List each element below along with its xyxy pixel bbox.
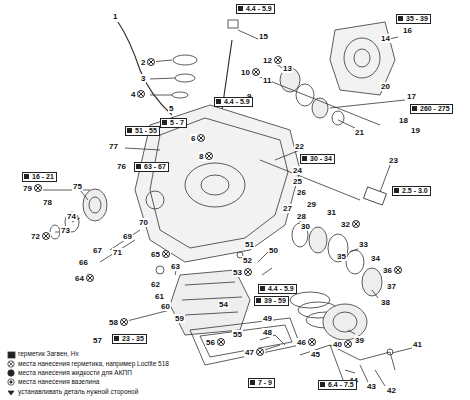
callout-number: 6 [190,134,206,143]
callout-number: 26 [296,188,307,197]
callout-number: 29 [306,200,317,209]
callout-number: 27 [282,204,293,213]
callout-number: 79 [22,184,43,193]
callout-number: 4 [130,90,146,99]
callout-number: 3 [140,74,146,83]
torque-value: 5 - 7 [160,118,187,128]
callout-number: 23 [388,156,399,165]
callout-number: 40 [332,340,353,349]
legend-text: места нанесения герметика, например Loct… [18,360,169,368]
torque-value: 2.5 - 3.0 [392,186,431,196]
legend-text: устанавливать деталь нужной стороной [18,388,138,396]
legend-text: места нанесения жидкости для АКПП [18,369,132,377]
callout-number: 54 [218,300,229,309]
callout-number: 72 [30,232,51,241]
legend-text: герметик Загвен, Нх [18,350,79,358]
callout-number: 30 [300,222,311,231]
callout-number: 75 [72,182,83,191]
torque-value: 6.4 - 7.5 [318,380,357,390]
callout-number: 33 [358,240,369,249]
callout-number: 21 [354,128,365,137]
callout-number: 20 [380,82,391,91]
torque-value: 35 - 39 [396,14,431,24]
callout-number: 22 [294,142,305,151]
callout-number: 28 [296,212,307,221]
callout-number: 61 [154,292,165,301]
callout-number: 53 [232,268,253,277]
callout-number: 73 [60,226,71,235]
torque-value: 4.4 - 5.9 [258,284,297,294]
callout-number: 41 [412,340,423,349]
callout-number: 31 [326,208,337,217]
callout-number: 62 [150,280,161,289]
callout-number: 56 [205,338,226,347]
legend-text: места нанесения вазелина [18,378,99,386]
callout-number: 16 [402,26,413,35]
callout-number: 35 [336,252,347,261]
callout-number: 76 [116,162,127,171]
callout-number: 58 [108,318,129,327]
callout-number: 51 [244,240,255,249]
callout-number: 15 [258,32,269,41]
callout-number: 47 [244,348,265,357]
torque-value: 63 - 67 [134,162,169,172]
callout-number: 37 [386,282,397,291]
callout-number: 2 [140,58,156,67]
callout-number: 39 [354,336,365,345]
callout-number: 74 [66,212,77,221]
callout-number: 64 [74,274,95,283]
callout-number: 65 [150,250,171,259]
callout-number: 17 [406,92,417,101]
torque-value: 39 - 59 [254,296,289,306]
callout-number: 77 [108,142,119,151]
torque-value: 7 - 9 [248,378,275,388]
torque-value: 51 - 55 [125,126,160,136]
torque-value: 16 - 21 [22,172,57,182]
callout-number: 5 [168,104,174,113]
callout-number: 24 [292,166,303,175]
callout-number: 55 [232,330,243,339]
torque-value: 30 - 34 [300,154,335,164]
callout-number: 69 [122,232,133,241]
callout-number: 42 [386,386,397,395]
callout-number: 32 [340,220,361,229]
callout-number: 45 [310,350,321,359]
callout-number: 43 [366,382,377,391]
callout-number: 48 [262,328,273,337]
callout-number: 49 [262,314,273,323]
callout-number: 14 [380,34,391,43]
callout-number: 71 [112,248,123,257]
callout-number: 19 [410,126,421,135]
callout-number: 63 [170,262,181,271]
callout-number: 78 [42,198,53,207]
torque-value: 4.4 - 5.9 [214,97,253,107]
callout-number: 60 [160,302,171,311]
callout-number: 34 [370,254,381,263]
callout-number: 52 [242,256,253,265]
callout-number: 11 [262,76,272,85]
torque-value: 4.4 - 5.9 [236,4,275,14]
callout-number: 50 [268,246,279,255]
torque-value: 23 - 35 [112,334,147,344]
callout-number: 36 [382,266,403,275]
callout-number: 66 [78,258,89,267]
callout-number: 12 [262,56,283,65]
callout-number: 57 [92,336,103,345]
callout-number: 1 [112,12,118,21]
callout-number: 18 [398,116,409,125]
callout-number: 59 [174,314,185,323]
torque-value: 260 - 275 [410,104,453,114]
callout-number: 8 [198,152,214,161]
callout-number: 38 [380,298,391,307]
callout-number: 70 [138,218,149,227]
callout-number: 13 [282,64,293,73]
callout-number: 67 [92,246,103,255]
callout-number: 25 [292,177,303,186]
callout-number: 10 [240,68,261,77]
callout-number: 46 [296,338,317,347]
